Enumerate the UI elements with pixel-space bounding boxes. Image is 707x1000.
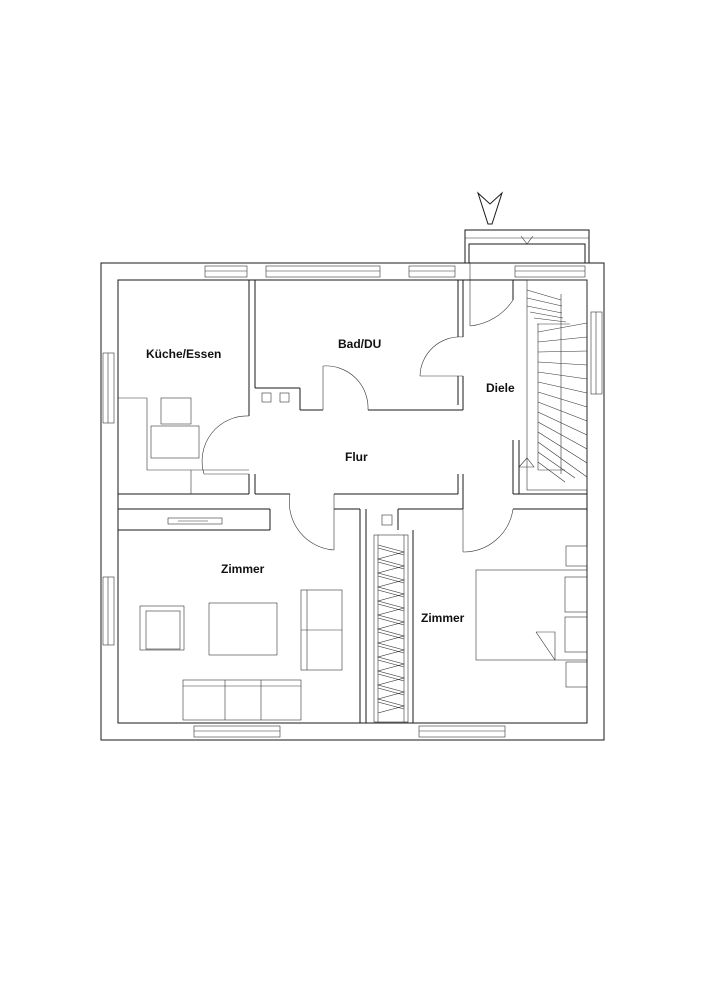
room-label-kitchen: Küche/Essen — [146, 347, 221, 361]
living-furniture — [139, 589, 343, 721]
radiator — [167, 517, 223, 525]
doors — [201, 263, 514, 553]
windows — [102, 265, 603, 738]
room-label-hall: Diele — [486, 381, 515, 395]
kitchen-counter — [118, 397, 249, 494]
room-label-bedroom: Zimmer — [421, 611, 465, 625]
staircase — [518, 279, 588, 491]
bedroom-furniture — [475, 545, 588, 688]
room-label-bath: Bad/DU — [338, 337, 381, 351]
entrance-arrow-icon — [476, 191, 504, 225]
room-label-corridor: Flur — [345, 450, 368, 464]
room-label-living: Zimmer — [221, 562, 265, 576]
bath-fixtures — [261, 392, 290, 403]
wardrobe — [373, 514, 409, 723]
